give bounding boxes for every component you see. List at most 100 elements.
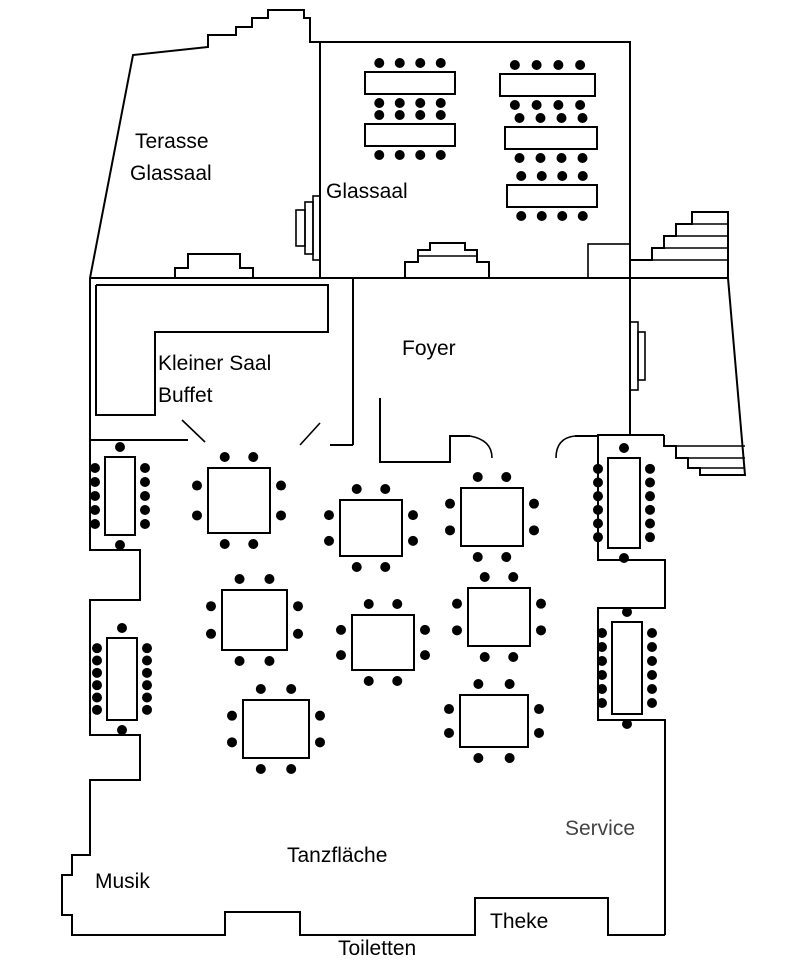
- chair: [140, 505, 150, 515]
- chair: [248, 539, 259, 549]
- banquet-table: [504, 126, 598, 150]
- glassaal-west-steps-3: [312, 195, 321, 261]
- chair: [445, 525, 455, 536]
- chair: [140, 463, 150, 473]
- chair: [324, 510, 334, 521]
- chair: [529, 498, 539, 509]
- chair: [557, 171, 568, 181]
- buffet-counter: [95, 284, 329, 416]
- label-terrace-line2: Glassaal: [130, 162, 212, 185]
- glassaal-corner-box: [587, 243, 631, 279]
- chair: [394, 58, 405, 68]
- chair: [577, 211, 588, 221]
- table: [339, 499, 403, 557]
- chair: [508, 572, 519, 582]
- foyer-south-wall: [379, 398, 470, 463]
- chair: [380, 484, 391, 494]
- chair: [219, 452, 230, 462]
- chair: [92, 704, 102, 715]
- chair: [535, 113, 546, 123]
- chair: [452, 625, 462, 636]
- chair: [140, 477, 150, 487]
- terrace-wall: [89, 9, 631, 279]
- table-group: [192, 452, 286, 549]
- chair: [117, 725, 127, 735]
- glassaal-west-steps: [295, 209, 306, 247]
- east-stairs: [630, 211, 729, 279]
- west-wall: [61, 278, 665, 936]
- chair: [206, 628, 216, 639]
- long-table: [106, 637, 138, 721]
- banquet-table: [364, 123, 456, 147]
- chair: [142, 680, 152, 691]
- long-table-group: [90, 442, 150, 550]
- chair: [504, 679, 515, 689]
- chair: [647, 698, 657, 708]
- long-table: [607, 457, 641, 549]
- label-theke: Theke: [490, 910, 548, 933]
- chair: [408, 535, 418, 546]
- chair: [645, 504, 655, 515]
- chair: [374, 58, 385, 68]
- chair: [575, 60, 586, 70]
- chair: [553, 60, 564, 70]
- chair: [509, 60, 520, 70]
- chair: [435, 110, 446, 120]
- chair: [351, 562, 362, 572]
- chair: [501, 552, 512, 562]
- chair: [622, 607, 632, 617]
- table: [242, 699, 310, 759]
- chair: [248, 452, 259, 462]
- chair: [293, 601, 303, 612]
- chair: [276, 510, 286, 521]
- chair: [90, 491, 100, 501]
- chair: [577, 171, 588, 181]
- label-toiletten: Toiletten: [338, 937, 416, 960]
- chair: [315, 737, 325, 748]
- chair: [363, 676, 374, 686]
- chair: [140, 519, 150, 529]
- chair: [394, 110, 405, 120]
- chair: [315, 710, 325, 721]
- chair: [597, 628, 607, 638]
- chair: [408, 510, 418, 521]
- chair: [473, 753, 484, 763]
- chair: [597, 670, 607, 680]
- long-table-group: [92, 623, 152, 735]
- chair: [593, 532, 603, 543]
- chair: [415, 98, 426, 108]
- chair: [622, 719, 632, 729]
- chair: [597, 656, 607, 666]
- glassaal-steps: [404, 242, 490, 278]
- chair: [647, 642, 657, 652]
- chair: [645, 491, 655, 502]
- chair: [392, 676, 403, 686]
- long-table-group: [597, 607, 657, 729]
- chair: [556, 113, 567, 123]
- chair: [142, 643, 152, 654]
- chair: [234, 656, 245, 666]
- chair: [593, 491, 603, 502]
- chair: [557, 211, 568, 221]
- banquet-table-group: [364, 58, 456, 108]
- chair: [444, 727, 454, 738]
- chair: [645, 518, 655, 529]
- label-service: Service: [565, 817, 635, 840]
- chair: [535, 153, 546, 163]
- chair: [394, 98, 405, 108]
- chair: [534, 704, 544, 715]
- chair: [142, 692, 152, 703]
- chair: [536, 625, 546, 636]
- banquet-table-group: [504, 113, 598, 163]
- chair: [514, 113, 525, 123]
- chair: [575, 100, 586, 110]
- chair: [115, 540, 125, 550]
- chair: [117, 623, 127, 633]
- chair: [90, 463, 100, 473]
- chair: [556, 153, 567, 163]
- chair: [647, 656, 657, 666]
- chair: [219, 539, 230, 549]
- banquet-table: [499, 73, 596, 97]
- chair: [593, 463, 603, 474]
- chair: [479, 572, 490, 582]
